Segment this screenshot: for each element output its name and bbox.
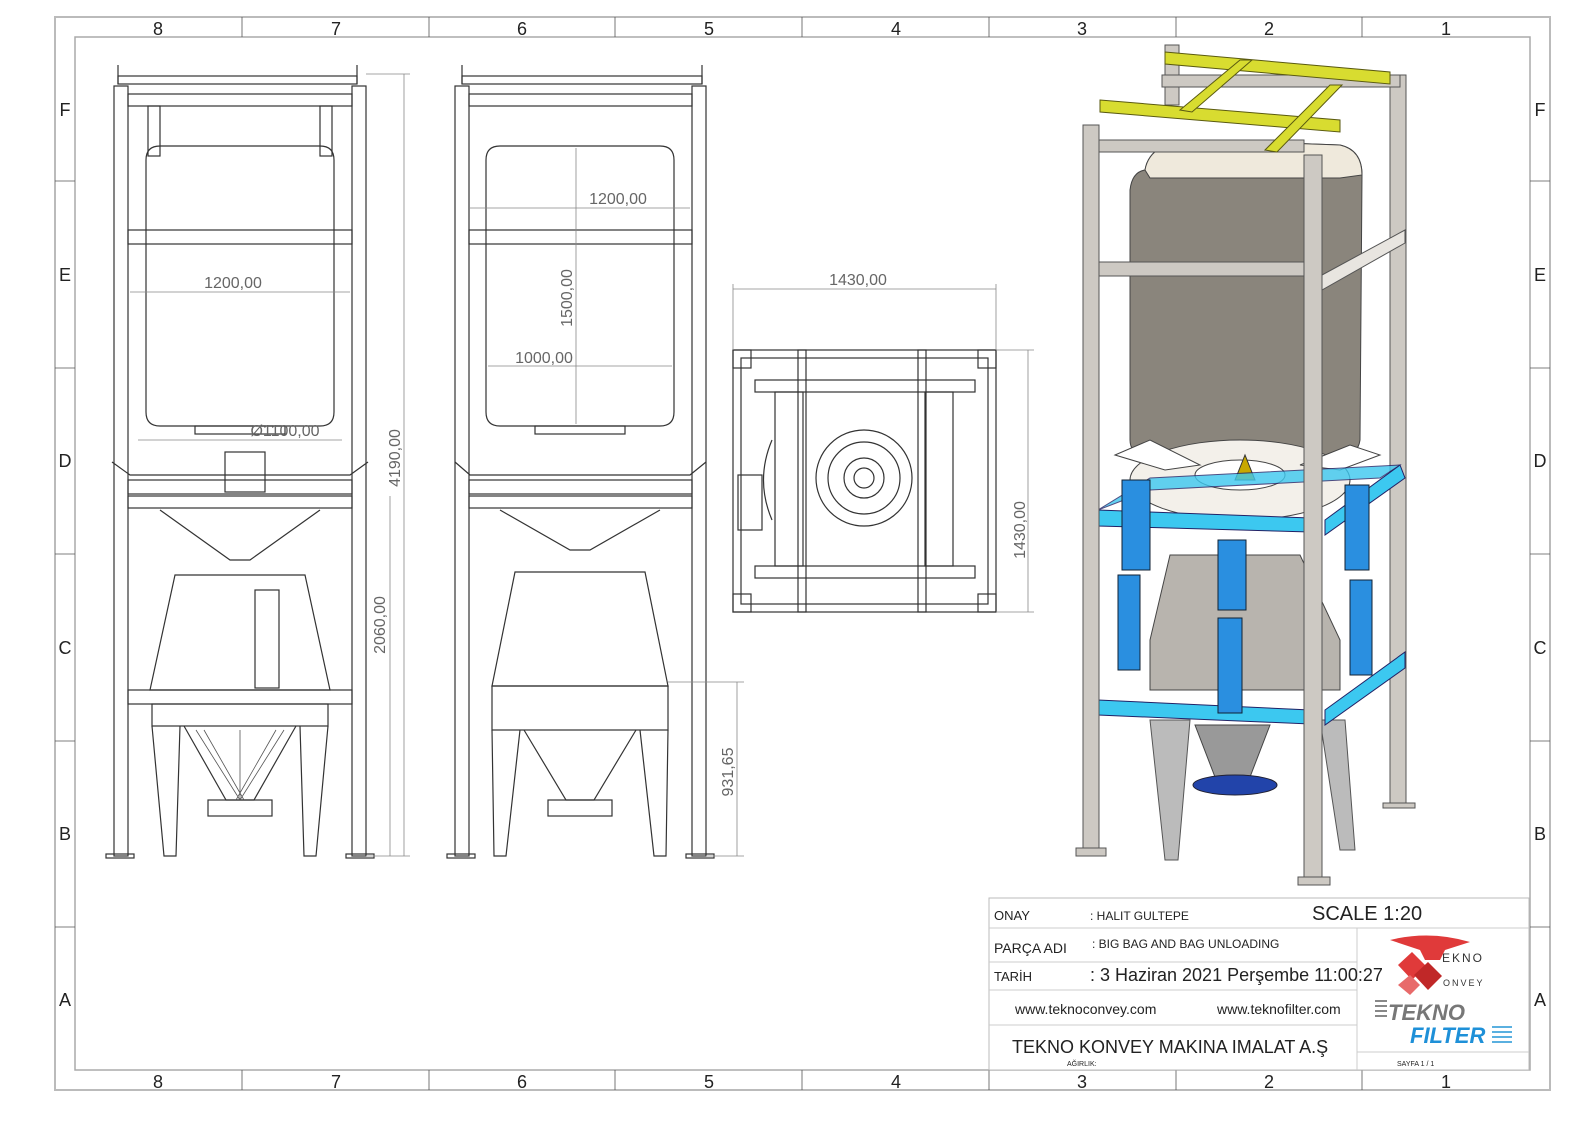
svg-text:B: B — [59, 824, 71, 844]
isometric-view — [1075, 44, 1416, 886]
dim-front-lower-height: 2060,00 — [372, 596, 389, 654]
onay-value: : HALIT GULTEPE — [1090, 909, 1189, 923]
svg-text:4: 4 — [891, 19, 901, 39]
svg-text:6: 6 — [517, 19, 527, 39]
parca-value: : BIG BAG AND BAG UNLOADING — [1092, 937, 1279, 951]
parca-label: PARÇA ADI — [994, 940, 1067, 956]
svg-text:8: 8 — [153, 1072, 163, 1092]
row-labels-left: F E D C B A — [59, 100, 72, 1010]
svg-text:TEKNO: TEKNO — [1388, 1000, 1465, 1025]
front-view: 1200,00 Ø1100,00 4190,00 2060,00 — [105, 65, 410, 859]
svg-text:F: F — [1535, 100, 1546, 120]
svg-text:2: 2 — [1264, 19, 1274, 39]
side-view: 1200,00 1500,00 1000,00 931,65 — [446, 65, 744, 859]
top-view: 1430,00 1430,00 — [732, 272, 1034, 613]
row-labels-right: F E D C B A — [1534, 100, 1547, 1010]
svg-text:C: C — [1534, 638, 1547, 658]
svg-text:2: 2 — [1264, 1072, 1274, 1092]
column-labels-bottom: 8 7 6 5 4 3 2 1 — [153, 1072, 1451, 1092]
svg-text:D: D — [1534, 451, 1547, 471]
website-teknoconvey: www.teknoconvey.com — [1014, 1001, 1156, 1017]
scale-text: SCALE 1:20 — [1312, 903, 1422, 925]
dim-side-outlet-height: 931,65 — [720, 747, 737, 796]
dim-side-width: 1200,00 — [589, 191, 647, 208]
svg-text:1: 1 — [1441, 19, 1451, 39]
svg-text:3: 3 — [1077, 1072, 1087, 1092]
svg-text:6: 6 — [517, 1072, 527, 1092]
dim-front-diameter: Ø1100,00 — [250, 423, 319, 440]
svg-text:ONVEY: ONVEY — [1443, 978, 1485, 988]
svg-text:F: F — [60, 100, 71, 120]
title-block: ONAY : HALIT GULTEPE SCALE 1:20 PARÇA AD… — [988, 897, 1530, 1071]
svg-text:A: A — [1534, 990, 1546, 1010]
svg-text:5: 5 — [704, 19, 714, 39]
svg-text:1: 1 — [1441, 1072, 1451, 1092]
svg-text:C: C — [59, 638, 72, 658]
svg-text:D: D — [59, 451, 72, 471]
tekno-filter-logo: TEKNO FILTER — [1375, 1000, 1512, 1048]
tarih-value: : 3 Haziran 2021 Perşembe 11:00:27 — [1090, 965, 1383, 985]
svg-text:4: 4 — [891, 1072, 901, 1092]
sayfa-label: SAYFA 1 / 1 — [1397, 1061, 1434, 1068]
svg-text:7: 7 — [331, 1072, 341, 1092]
svg-text:FILTER: FILTER — [1410, 1023, 1485, 1048]
svg-text:A: A — [59, 990, 71, 1010]
inner-border — [74, 36, 1531, 1071]
website-teknofilter: www.teknofilter.com — [1216, 1001, 1341, 1017]
agirlik-label: AĞIRLIK: — [1067, 1059, 1097, 1068]
zone-ticks — [55, 17, 1550, 1090]
dim-top-width: 1430,00 — [829, 272, 887, 289]
outer-border — [54, 16, 1551, 1091]
svg-text:EKNO: EKNO — [1442, 951, 1484, 965]
svg-text:B: B — [1534, 824, 1546, 844]
dim-front-total-height: 4190,00 — [387, 429, 404, 487]
column-labels-top: 8 7 6 5 4 3 2 1 — [153, 19, 1451, 39]
dim-front-width: 1200,00 — [204, 275, 262, 292]
dim-side-bag-height: 1500,00 — [559, 269, 576, 327]
dim-top-depth: 1430,00 — [1012, 501, 1029, 559]
svg-text:E: E — [1534, 265, 1546, 285]
tekno-convey-logo: EKNO ONVEY — [1390, 935, 1485, 995]
onay-label: ONAY — [994, 908, 1030, 923]
svg-text:7: 7 — [331, 19, 341, 39]
svg-text:E: E — [59, 265, 71, 285]
svg-text:3: 3 — [1077, 19, 1087, 39]
dim-side-bag-width: 1000,00 — [515, 350, 573, 367]
svg-text:5: 5 — [704, 1072, 714, 1092]
company-name: TEKNO KONVEY MAKINA IMALAT A.Ş — [1012, 1037, 1328, 1057]
tarih-label: TARİH — [994, 969, 1032, 984]
svg-text:8: 8 — [153, 19, 163, 39]
